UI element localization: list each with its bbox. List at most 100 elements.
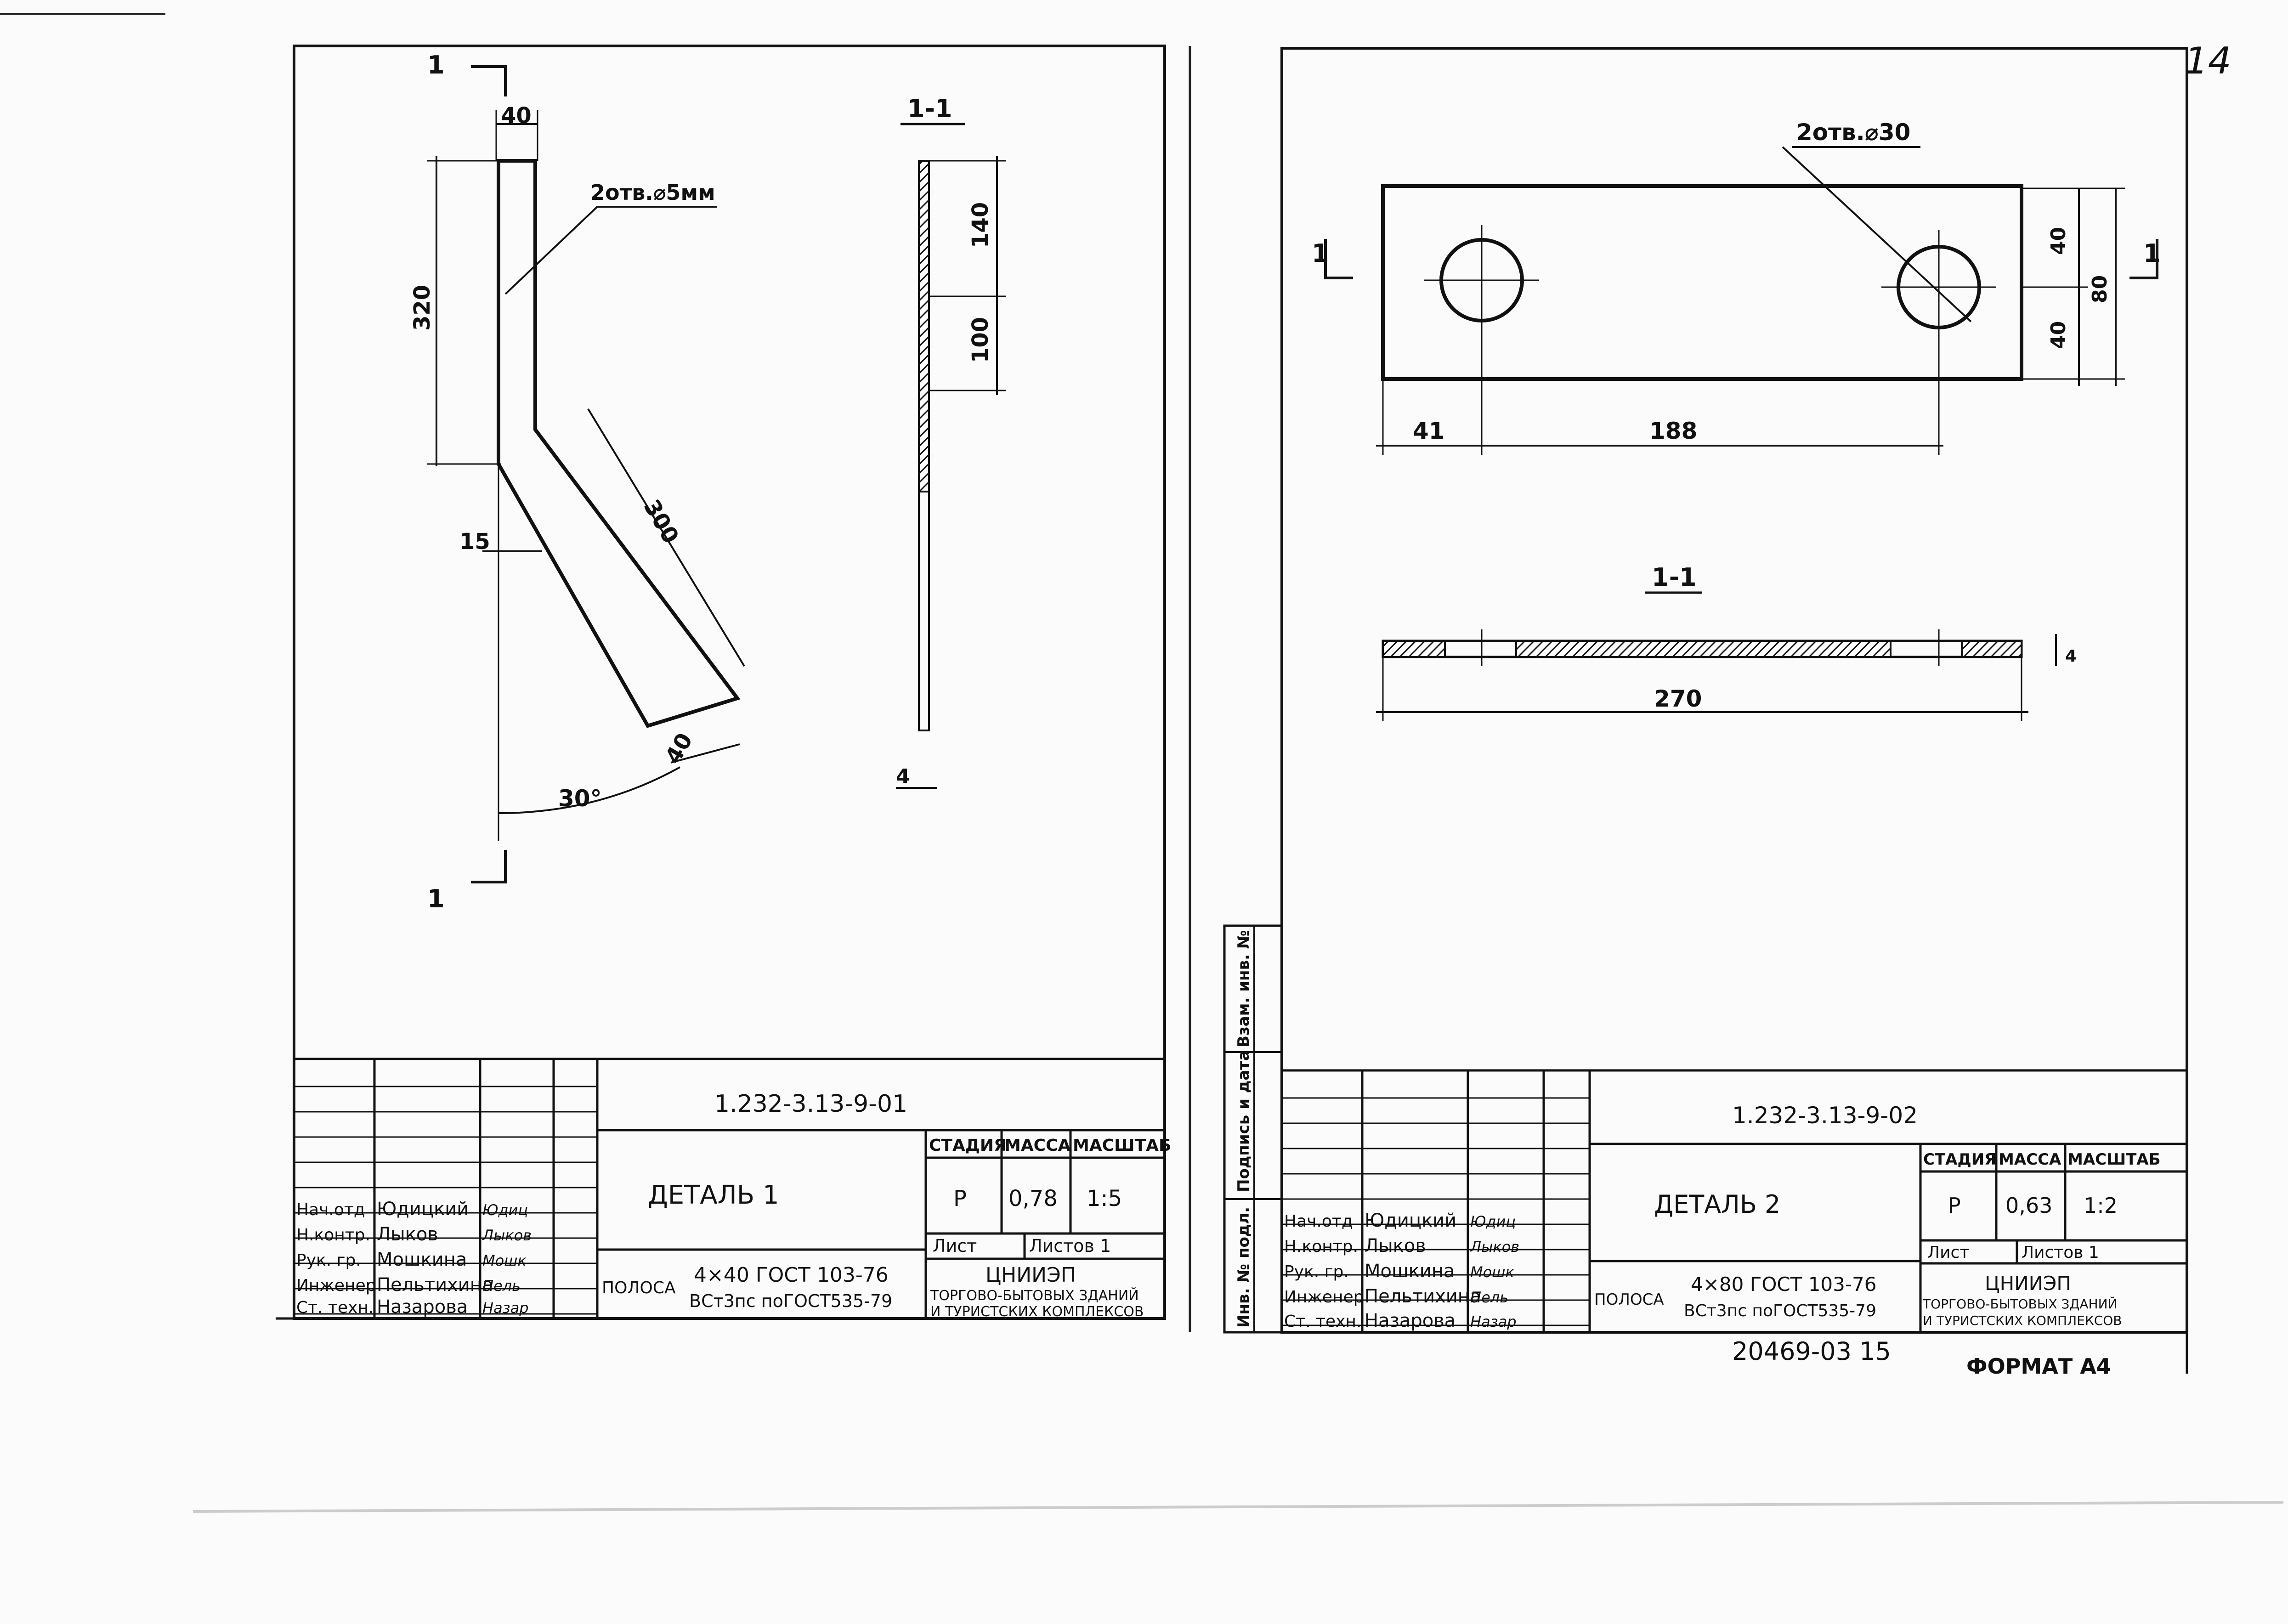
- margin-vzam-inv: Взам. инв. №: [1235, 930, 1253, 1047]
- d1-hole-note: 2отв.⌀5мм: [590, 180, 715, 205]
- d2-sheet-label: Лист: [1927, 1243, 1969, 1262]
- d2-dim-spacing: 188: [1649, 418, 1697, 444]
- d1-role-1: Н.контр.: [296, 1226, 370, 1245]
- d1-role-4: Ст. техн.: [296, 1298, 374, 1317]
- d1-sign-1: Лыков: [482, 1227, 532, 1244]
- margin-column: [1223, 924, 1283, 1334]
- d1-title: ДЕТАЛЬ 1: [648, 1180, 779, 1210]
- d1-dim-thickness: 4: [896, 765, 910, 788]
- d2-dim-h-half2: 40: [2047, 321, 2070, 349]
- d2-title: ДЕТАЛЬ 2: [1654, 1190, 1780, 1219]
- d2-sign-0: Юдиц: [1470, 1213, 1516, 1230]
- d1-name-1: Лыков: [377, 1224, 438, 1245]
- d1-scale-hdr: МАСШТАБ: [1073, 1136, 1171, 1155]
- sheet2-title-block: [1282, 1069, 2187, 1332]
- d2-role-3: Инженер: [1284, 1288, 1364, 1307]
- d2-role-4: Ст. техн.: [1284, 1312, 1361, 1331]
- d1-sign-0: Юдиц: [482, 1201, 528, 1219]
- sheet1-frame: [293, 45, 1166, 1320]
- detail2-plan-outline: [1381, 184, 2023, 381]
- d1-org-line2: И ТУРИСТСКИХ КОМПЛЕКСОВ: [930, 1304, 1144, 1320]
- d2-role-0: Нач.отд: [1284, 1212, 1353, 1231]
- d1-stage-hdr: СТАДИЯ: [929, 1136, 1007, 1155]
- d1-material-line1: 4×40 ГОСТ 103-76: [694, 1263, 889, 1287]
- d1-sheet-label: Лист: [933, 1236, 977, 1256]
- page-number: 14: [2185, 40, 2231, 82]
- d1-material-line2: ВСт3пс поГОСТ535-79: [689, 1291, 892, 1311]
- d1-name-3: Пельтихина: [377, 1274, 493, 1296]
- d2-sign-4: Назар: [1470, 1313, 1517, 1330]
- d1-sign-4: Назар: [482, 1299, 529, 1317]
- margin-podpis-data: Подпись и дата: [1235, 1050, 1253, 1192]
- d2-dim-thickness: 4: [2065, 647, 2077, 666]
- d1-name-4: Назарова: [377, 1296, 468, 1318]
- d1-role-3: Инженер: [296, 1276, 376, 1295]
- d2-name-1: Лыков: [1365, 1235, 1426, 1256]
- d1-section-mark-top: 1: [427, 51, 445, 79]
- d1-role-0: Нач.отд: [296, 1200, 365, 1219]
- margin-inv-podl: Инв. № подл.: [1235, 1207, 1253, 1328]
- d2-sign-1: Лыков: [1470, 1238, 1519, 1256]
- d1-mass: 0,78: [1008, 1186, 1058, 1211]
- d2-material-line2: ВСт3пс поГОСТ535-79: [1684, 1301, 1876, 1320]
- d2-section-mark-left: 1: [1312, 239, 1329, 268]
- d2-role-1: Н.контр.: [1284, 1237, 1358, 1256]
- d2-mass-hdr: МАССА: [1999, 1150, 2061, 1169]
- d2-role-2: Рук. гр.: [1284, 1262, 1349, 1281]
- format-label: ФОРМАТ А4: [1966, 1354, 2111, 1379]
- d1-doc-code: 1.232-3.13-9-01: [714, 1090, 907, 1118]
- section1-hatched: [918, 160, 930, 492]
- d2-stage-hdr: СТАДИЯ: [1923, 1150, 1996, 1169]
- sheet2-frame: [1280, 47, 2188, 1334]
- d1-sheets-label: Листов 1: [1029, 1236, 1111, 1256]
- scan-bottom-edge: [193, 1501, 2284, 1513]
- d1-material-prefix: ПОЛОСА: [602, 1279, 676, 1297]
- d2-dim-edge: 41: [1413, 418, 1445, 444]
- sheet1-labels: 40 320 15 300 40 30° 2отв.⌀5мм 1 1 1-1 1…: [296, 51, 1171, 1320]
- d2-dim-length: 270: [1654, 685, 1702, 712]
- d2-org-name: ЦНИИЭП: [1985, 1272, 2071, 1295]
- d2-section-mark-right: 1: [2143, 239, 2161, 268]
- d1-sign-2: Мошк: [482, 1252, 527, 1269]
- d2-name-3: Пельтихина: [1365, 1286, 1481, 1307]
- sheet-1: [276, 45, 1166, 1320]
- d2-scale: 1:2: [2084, 1193, 2118, 1218]
- d2-sign-2: Мошк: [1470, 1263, 1514, 1281]
- d1-org-name: ЦНИИЭП: [985, 1263, 1076, 1287]
- d1-role-2: Рук. гр.: [296, 1251, 361, 1270]
- d1-dim-len-vert: 320: [409, 285, 435, 331]
- d2-sign-3: Пель: [1470, 1289, 1508, 1306]
- d2-dim-h-half1: 40: [2047, 227, 2070, 255]
- d1-scale: 1:5: [1087, 1186, 1122, 1211]
- d2-hole-note: 2отв.⌀30: [1796, 119, 1910, 146]
- d2-section-title: 1-1: [1652, 563, 1697, 592]
- d1-stage: Р: [953, 1186, 967, 1211]
- d2-doc-code: 1.232-3.13-9-02: [1732, 1102, 1918, 1129]
- stamp-number: 20469-03 15: [1732, 1337, 1891, 1366]
- d2-name-4: Назарова: [1365, 1310, 1455, 1331]
- d2-dim-h-total: 80: [2088, 275, 2112, 303]
- d1-dim-sec-top: 140: [968, 202, 993, 248]
- d2-material-prefix: ПОЛОСА: [1594, 1290, 1664, 1309]
- d2-name-2: Мошкина: [1365, 1261, 1455, 1282]
- section1-plain: [918, 491, 930, 731]
- sheet-2: [1223, 47, 2188, 1374]
- sheet1-title-block: [294, 1058, 1165, 1318]
- d1-dim-angle: 30°: [558, 785, 602, 812]
- d1-name-2: Мошкина: [377, 1249, 467, 1270]
- d2-sheets-label: Листов 1: [2022, 1243, 2099, 1262]
- d2-material-line1: 4×80 ГОСТ 103-76: [1691, 1273, 1876, 1296]
- d1-sign-3: Пель: [482, 1277, 521, 1295]
- d1-mass-hdr: МАССА: [1004, 1136, 1071, 1155]
- d2-org-line2: И ТУРИСТСКИХ КОМПЛЕКСОВ: [1923, 1313, 2122, 1328]
- d2-org-line1: ТОРГОВО-БЫТОВЫХ ЗДАНИЙ: [1922, 1296, 2117, 1312]
- sheet2-labels: 2отв.⌀30 40 40 80 41 188 270 4 1 1 1-1 И…: [1235, 119, 2161, 1379]
- d1-dim-offset: 15: [459, 529, 490, 555]
- d1-org-line1: ТОРГОВО-БЫТОВЫХ ЗДАНИЙ: [930, 1287, 1139, 1304]
- d2-name-0: Юдицкий: [1365, 1210, 1456, 1231]
- d2-mass: 0,63: [2005, 1193, 2052, 1218]
- d2-stage: Р: [1948, 1193, 1961, 1218]
- d1-dim-sec-mid: 100: [968, 317, 993, 363]
- d2-scale-hdr: МАСШТАБ: [2067, 1150, 2161, 1169]
